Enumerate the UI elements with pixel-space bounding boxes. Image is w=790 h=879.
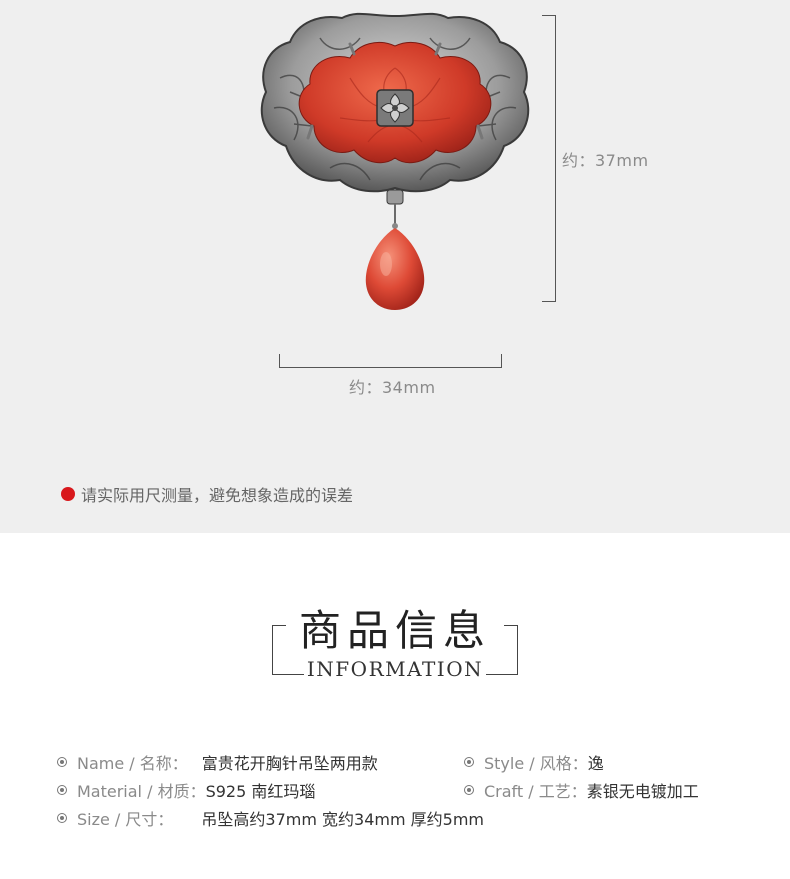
height-dimension-cap-top [542,15,556,16]
spec-style-value: 逸 [587,754,604,773]
spec-name-value: 富贵花开胸针吊坠两用款 [201,754,378,773]
width-dimension-cap-right [501,354,502,368]
spec-material: Material / 材质： S925 南红玛瑙 [57,778,315,802]
width-dimension-line [279,367,502,368]
bullet-icon [57,785,67,795]
measurement-note: 请实际用尺测量，避免想象造成的误差 [61,482,353,506]
width-dimension-label: 约：34mm [349,378,436,397]
spec-craft-value: 素银无电镀加工 [586,782,699,801]
height-dimension-line [555,15,556,302]
info-heading-frame [272,605,518,675]
spec-size: Size / 尺寸： 吊坠高约37mm 宽约34mm 厚约5mm [57,806,484,830]
spec-style-label: Style / 风格： [484,754,588,773]
spec-size-label: Size / 尺寸： [77,810,174,829]
width-dimension-cap-left [279,354,280,368]
info-subtitle: INFORMATION [306,657,484,681]
bullet-icon [57,813,67,823]
red-dot-icon [61,487,75,501]
spec-craft-label: Craft / 工艺： [484,782,587,801]
info-title: 商品信息 [298,606,491,655]
brooch-image [260,12,530,310]
height-dimension-label: 约：37mm [562,151,649,170]
spec-material-value: S925 南红玛瑙 [205,782,316,801]
spec-craft: Craft / 工艺： 素银无电镀加工 [464,778,699,802]
spec-name: Name / 名称： 富贵花开胸针吊坠两用款 [57,750,378,774]
bullet-icon [464,785,474,795]
bullet-icon [57,757,67,767]
spec-material-label: Material / 材质： [77,782,206,801]
bullet-icon [464,757,474,767]
spec-name-label: Name / 名称： [77,754,188,773]
height-dimension-cap-bottom [542,301,556,302]
measurement-note-text: 请实际用尺测量，避免想象造成的误差 [81,486,354,505]
spec-size-value: 吊坠高约37mm 宽约34mm 厚约5mm [201,810,485,829]
spec-style: Style / 风格： 逸 [464,750,604,774]
product-photo-area: 约：37mm 约：34mm 请实际用尺测量，避免想象造成的误差 [0,0,790,533]
